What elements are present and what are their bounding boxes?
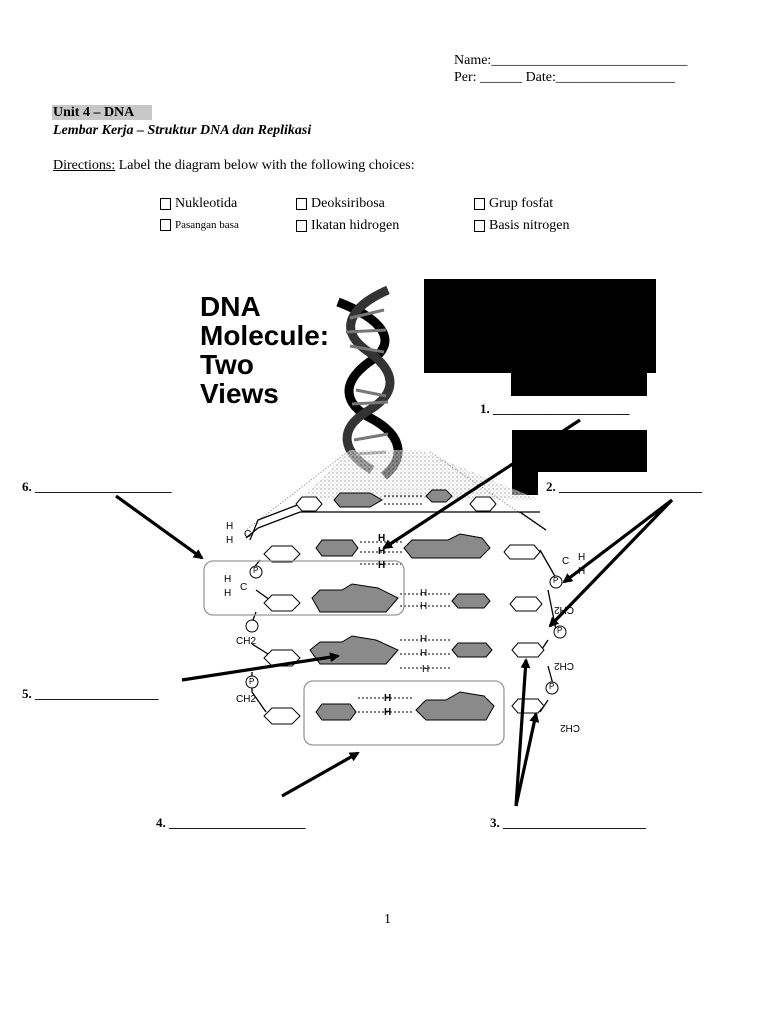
atom-label-p: P [253,566,259,575]
answer-blank-5[interactable]: ___________________ [35,686,159,701]
choice-item[interactable]: Deoksiribosa [296,196,385,212]
atom-label-ch2: CH2 [236,694,257,705]
atom-label-h: H [384,693,392,704]
checkbox-icon[interactable] [160,198,171,210]
answer-line-6[interactable]: 6. _____________________ [22,479,172,494]
base-pair-row [263,635,545,669]
choice-item[interactable]: Pasangan basa [160,219,239,231]
checkbox-icon[interactable] [474,198,485,210]
choice-item[interactable]: Ikatan hidrogen [296,218,399,234]
atom-label-c: C [244,529,252,540]
answer-line-4[interactable]: 4. _____________________ [156,815,306,830]
atom-label-h: H [378,560,386,571]
per-label: Per: [454,70,477,85]
base-pair-row [263,691,545,725]
redaction-block [424,279,656,495]
phosphate-circles [245,565,567,695]
directions: Directions: Label the diagram below with… [53,158,415,174]
atom-label-h: H [226,535,234,546]
answer-blank-2[interactable]: ______________________ [559,479,702,494]
name-line[interactable]: Name:____________________________ [454,53,687,69]
atom-label-h: H [224,588,232,599]
diagram-title: DNA Molecule: Two Views [200,291,330,409]
atom-label-h: H [378,546,386,557]
page-number: 1 [384,912,391,927]
answer-blank-6[interactable]: _____________________ [35,479,172,494]
atom-label-ch2: CH2 [236,636,257,647]
per-blank[interactable]: ______ [480,70,523,85]
top-base-pair-row [295,489,497,512]
atom-label-p: P [553,576,559,585]
name-label: Name: [454,53,492,68]
date-blank[interactable]: _________________ [555,70,675,85]
projection-cone [245,449,546,531]
answer-blank-3[interactable]: ______________________ [503,815,646,830]
choice-item[interactable]: Nukleotida [160,196,237,212]
worksheet-subtitle: Lembar Kerja – Struktur DNA dan Replikas… [53,123,312,138]
atom-label-h: H [420,601,428,612]
answer-line-1[interactable]: 1. _____________________ [480,401,630,416]
atom-label-ch2: CH2 [560,722,581,733]
nucleotide-outline-box [203,560,405,616]
label-arrows [115,418,674,807]
atom-label-h: H [420,648,428,659]
choice-item[interactable]: Basis nitrogen [474,218,570,234]
base-pair-row [263,583,543,613]
checkbox-icon[interactable] [296,220,307,232]
atom-label-h: H [420,634,428,645]
atom-label-c: C [562,556,570,567]
base-pair-outline-box [303,680,505,746]
directions-label: Directions: [53,158,116,173]
atom-label-h: H [226,521,234,532]
atom-label-h: H [578,566,586,577]
checkbox-icon[interactable] [296,198,307,210]
atom-label-h: H [578,552,586,563]
atom-label-h: H [422,664,430,675]
atom-label-p: P [557,626,563,635]
date-label: Date: [525,70,556,85]
atom-label-ch2: CH2 [554,604,575,615]
answer-line-2[interactable]: 2. ______________________ [546,479,702,494]
answer-line-5[interactable]: 5. ___________________ [22,686,159,701]
checkbox-icon[interactable] [160,219,171,231]
atom-label-ch2: CH2 [554,660,575,671]
atom-label-p: P [549,682,555,691]
atom-label-h: H [224,574,232,585]
double-helix-illustration [336,285,403,480]
choice-item[interactable]: Grup fosfat [474,196,553,212]
answer-blank-4[interactable]: _____________________ [169,815,306,830]
atom-label-h: H [378,533,386,544]
atom-label-c: C [240,582,248,593]
atom-label-p: P [249,677,255,686]
per-date-line[interactable]: Per: ______ Date:_________________ [454,70,675,86]
atom-label-h: H [384,707,392,718]
unit-title: Unit 4 – DNA [52,105,153,121]
directions-text: Label the diagram below with the followi… [115,158,415,173]
name-blank[interactable]: ____________________________ [491,53,688,68]
checkbox-icon[interactable] [474,220,485,232]
atom-label-h: H [420,588,428,599]
base-pair-row [263,533,541,565]
answer-line-3[interactable]: 3. ______________________ [490,815,646,830]
answer-blank-1[interactable]: _____________________ [493,401,630,416]
